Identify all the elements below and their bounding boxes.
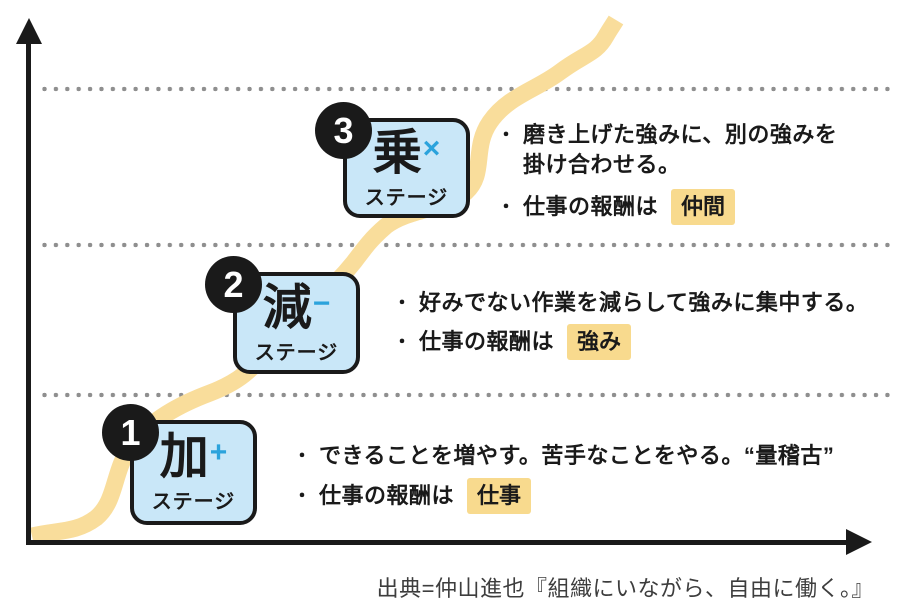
stage-3-kanji: 乗 [372, 125, 422, 180]
stage-3-desc-text-1: 磨き上げた強みに、別の強みを [523, 122, 838, 147]
stage-2-reward-highlight: 強み [567, 324, 632, 360]
stage-1-kanji: 加 [159, 430, 209, 484]
dotted-gridline-top [42, 86, 893, 92]
multiply-symbol: × [422, 131, 441, 165]
stage-3-reward-highlight: 仲間 [671, 189, 736, 225]
x-axis-arrowhead [846, 529, 872, 555]
stage-1-number: 1 [120, 411, 141, 453]
bullet-dot: ・ [497, 197, 515, 217]
y-axis [26, 40, 31, 545]
stage-1-reward-line: ・ 仕事の報酬は 仕事 [293, 478, 532, 514]
stage-3-reward-prefix: 仕事の報酬は [523, 194, 659, 219]
dotted-gridline-bottom [42, 392, 893, 398]
stage-2-kanji: 減 [262, 280, 312, 335]
bullet-dot: ・ [497, 125, 515, 145]
stage-2-label: ステージ [254, 341, 339, 364]
dotted-gridline-middle [42, 242, 893, 248]
bullet-dot: ・ [293, 486, 311, 506]
stage-1-reward-highlight: 仕事 [467, 478, 532, 514]
stage-1-card: 1 加 + ステージ [102, 404, 257, 525]
stage-1-label: ステージ [151, 491, 236, 513]
stage-3-number: 3 [333, 109, 354, 151]
stage-1-reward-prefix: 仕事の報酬は [319, 483, 455, 508]
stage-1-desc-line-1: ・ できることを増やす。苦手なことをやる。“量稽古” [293, 441, 834, 471]
stage-3-number-badge: 3 [315, 102, 372, 159]
x-axis [26, 540, 848, 545]
bullet-dot: ・ [393, 293, 411, 313]
stage-3-desc-line-2: 掛け合わせる。 [497, 150, 681, 180]
bullet-dot: ・ [293, 446, 311, 466]
stage-2-reward-prefix: 仕事の報酬は [419, 329, 555, 354]
stage-1-number-badge: 1 [102, 404, 159, 461]
stage-2-reward-line: ・ 仕事の報酬は 強み [393, 324, 632, 360]
stage-3-desc-text-2: 掛け合わせる。 [523, 152, 681, 177]
stage-2-desc-line-1: ・ 好みでない作業を減らして強みに集中する。 [393, 288, 868, 318]
y-axis-arrowhead [16, 18, 42, 44]
plus-symbol: + [209, 436, 228, 469]
stage-1-desc-text-1: できることを増やす。苦手なことをやる。“量稽古” [319, 443, 835, 468]
source-citation: 出典=仲山進也『組織にいながら、自由に働く。』 [376, 576, 874, 601]
stage-3-desc-line-1: ・ 磨き上げた強みに、別の強みを [497, 120, 837, 150]
stage-2-card: 2 減 − ステージ [205, 256, 360, 374]
stage-2-number: 2 [223, 263, 244, 305]
stage-3-label: ステージ [364, 186, 449, 209]
stage-3-reward-line: ・ 仕事の報酬は 仲間 [497, 189, 736, 225]
minus-symbol: − [312, 286, 331, 320]
stage-3-card: 3 乗 × ステージ [315, 102, 470, 218]
stage-2-number-badge: 2 [205, 256, 262, 313]
stage-2-desc-text-1: 好みでない作業を減らして強みに集中する。 [419, 290, 869, 315]
bullet-dot: ・ [393, 332, 411, 352]
